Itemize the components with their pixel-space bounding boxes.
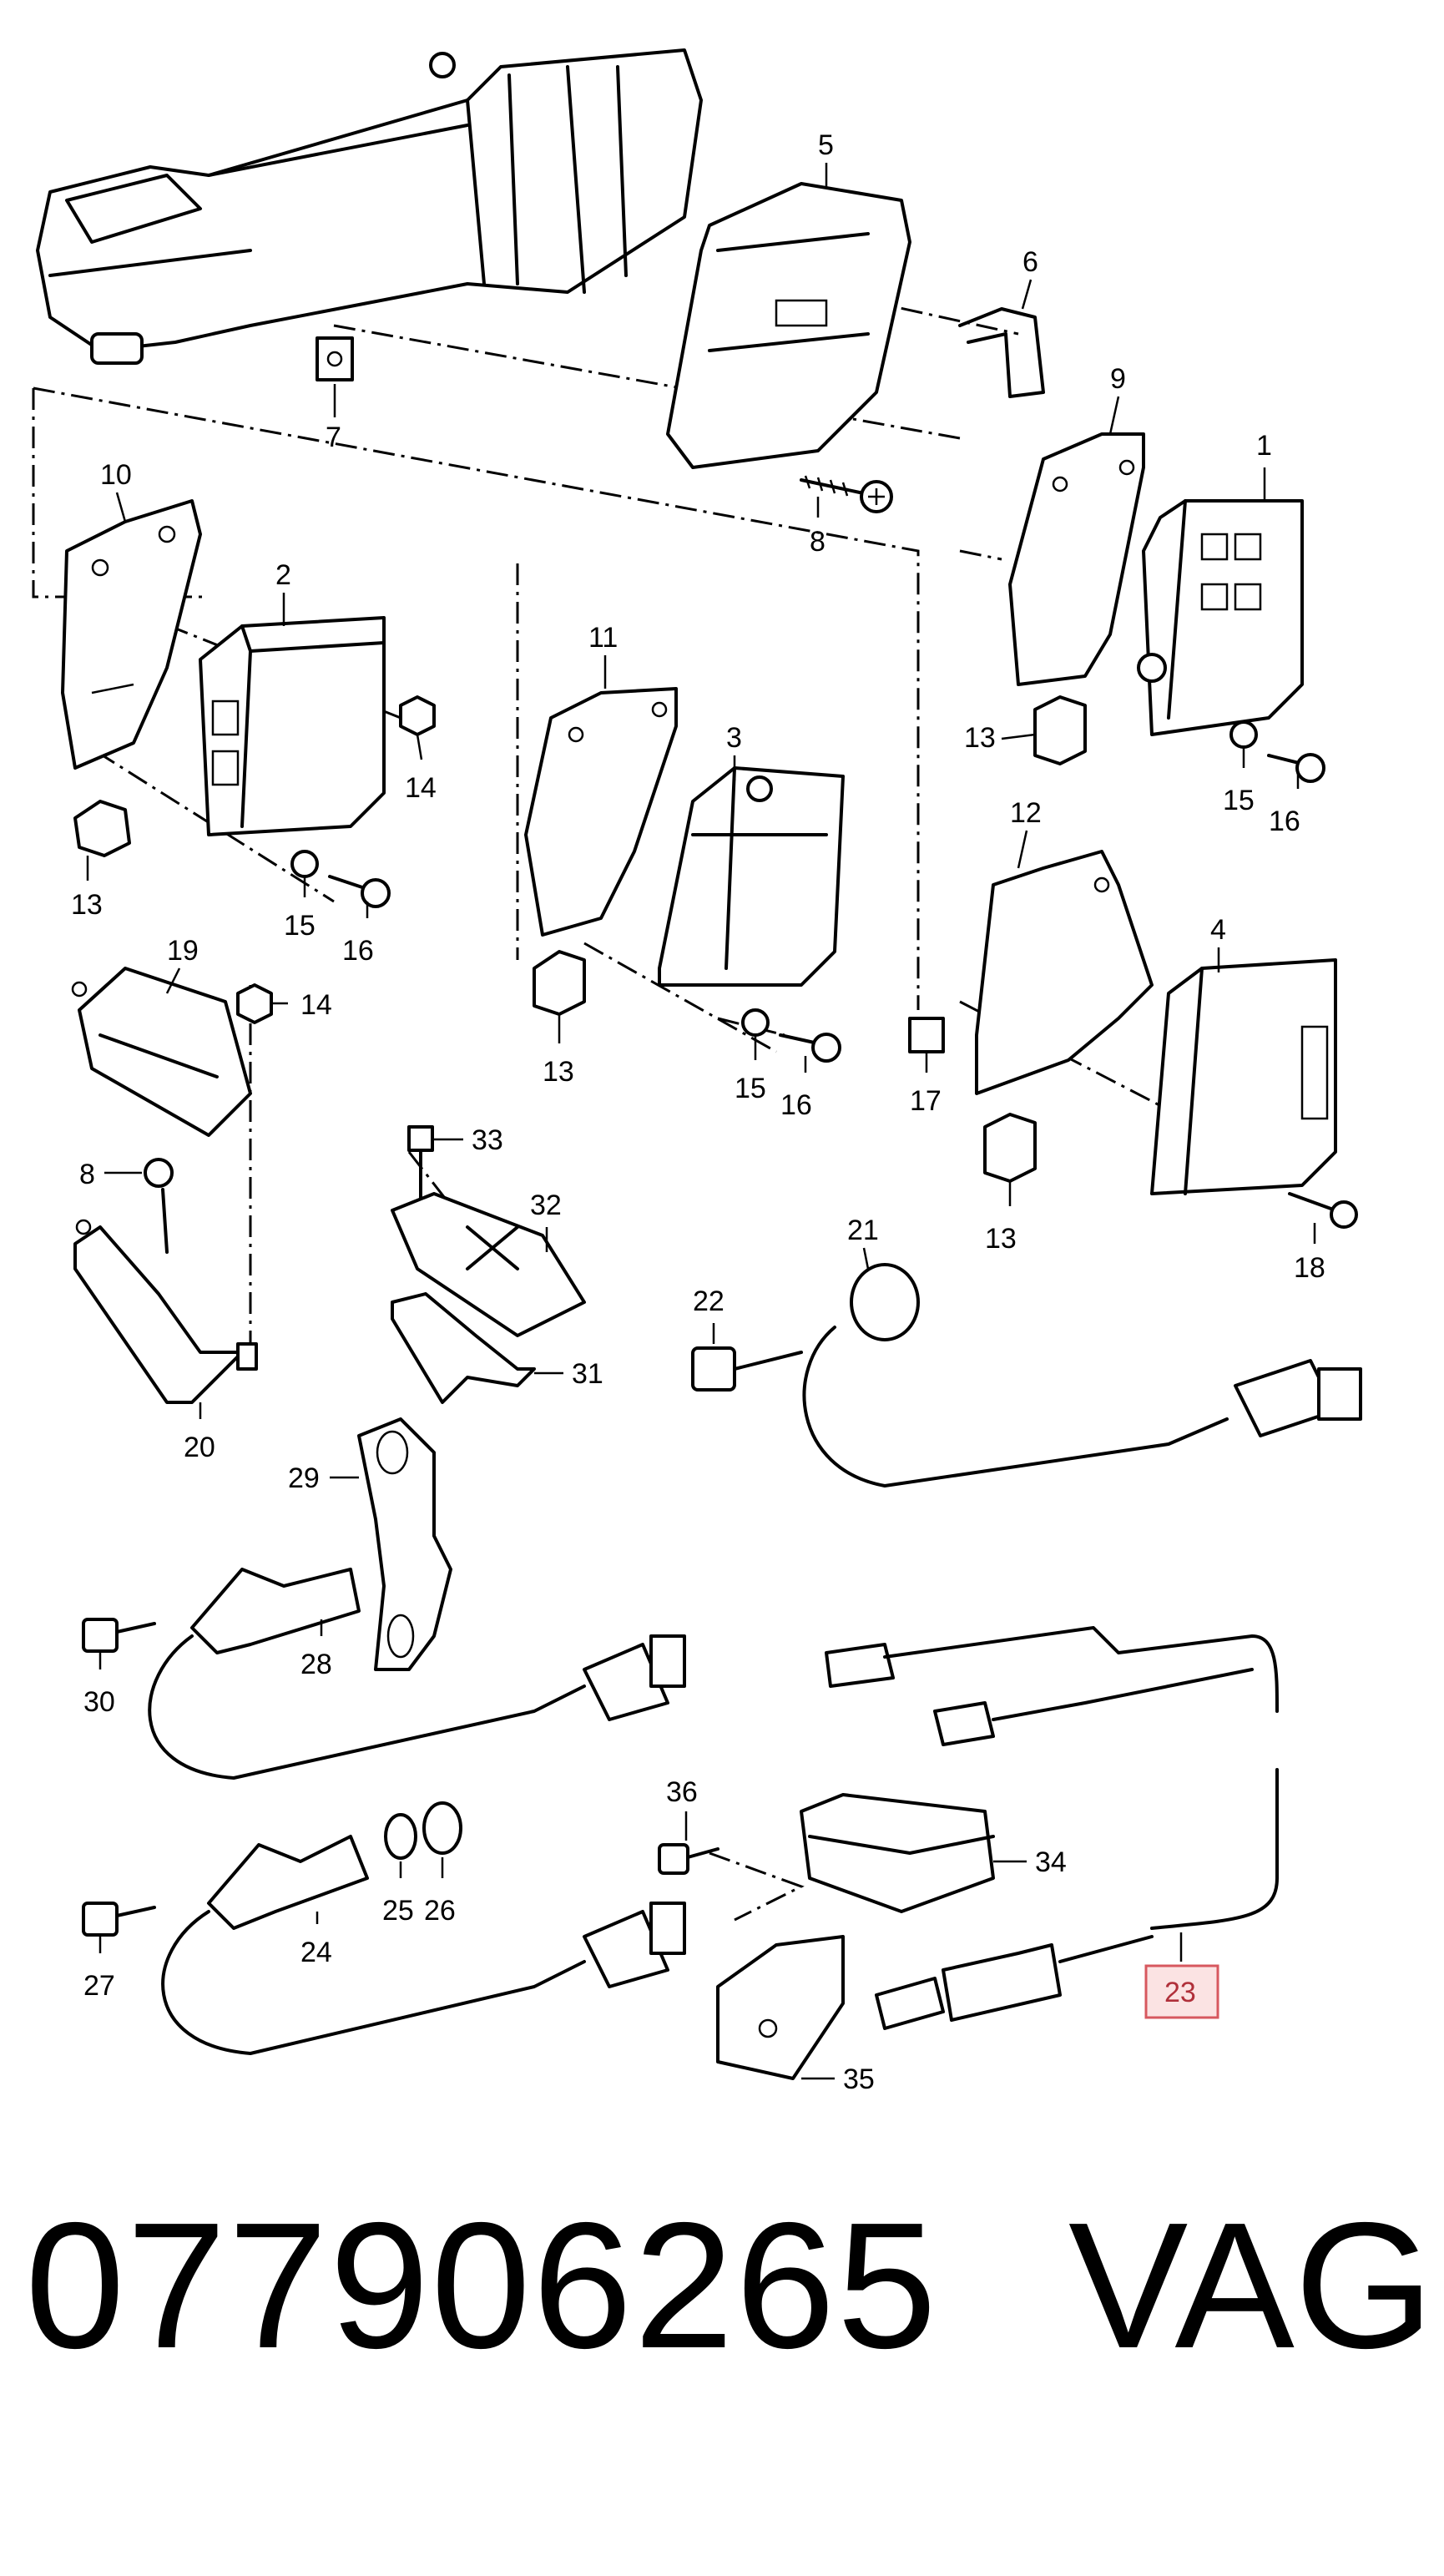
callout-label: 8 <box>810 526 826 558</box>
part-number-text: 077906265 <box>25 2185 939 2386</box>
callout-label: 30 <box>83 1686 115 1718</box>
intake-manifold-drawing <box>36 48 703 365</box>
callout-label: 14 <box>300 989 332 1021</box>
highlighted-callout-label: 23 <box>1164 1977 1196 2008</box>
callout-label: 1 <box>1256 430 1272 462</box>
callout-label: 21 <box>847 1215 879 1246</box>
exploded-parts-diagram: 1 2 3 4 5 6 7 8 8 9 10 11 12 13 13 13 13… <box>32 48 1362 2095</box>
part-3-drawing <box>658 766 845 987</box>
callout-label: 16 <box>1269 806 1300 837</box>
callout-label: 26 <box>424 1895 456 1927</box>
callout-label: 35 <box>843 2063 875 2095</box>
callout-label: 25 <box>382 1895 414 1927</box>
part-17-drawing <box>908 1017 945 1053</box>
callout-label: 12 <box>1010 797 1042 829</box>
callout-label: 19 <box>167 935 199 967</box>
part-29-drawing <box>357 1417 452 1671</box>
part-4-drawing <box>1150 958 1337 1195</box>
part-7-drawing <box>316 336 354 381</box>
callout-label: 13 <box>964 722 996 754</box>
part-12-drawing <box>975 850 1154 1095</box>
callout-label: 15 <box>735 1073 766 1104</box>
part-28-sensor <box>148 1568 686 1780</box>
callout-label: 2 <box>275 559 291 591</box>
highlighted-callout-box <box>1144 1964 1219 2019</box>
callout-label: 16 <box>780 1089 812 1121</box>
callout-labels: 1 2 3 4 5 6 7 8 8 9 10 11 12 13 13 13 13… <box>71 129 1325 2095</box>
part-5-drawing <box>666 182 911 469</box>
part-13-clips <box>73 695 1087 1183</box>
callout-label: 29 <box>288 1462 320 1494</box>
callout-label: 13 <box>543 1056 574 1088</box>
part-8-screw-top <box>800 475 893 513</box>
part-36-bolt <box>658 1843 719 1875</box>
part-20-drawing <box>73 1219 258 1404</box>
callout-label: 9 <box>1110 363 1126 395</box>
part-27-bolt <box>82 1902 156 1937</box>
footer: 077906265 VAG <box>0 2195 1444 2546</box>
part-11-drawing <box>524 687 678 937</box>
part-8-screw-left <box>144 1158 174 1254</box>
callout-label: 34 <box>1035 1846 1067 1878</box>
callout-label: 33 <box>472 1124 503 1156</box>
callout-label: 8 <box>79 1159 95 1190</box>
callout-label: 31 <box>572 1358 603 1390</box>
part-2-drawing <box>199 616 386 836</box>
part-15-16-fasteners <box>290 720 1325 1063</box>
part-21-knock-sensor <box>802 1263 1362 1488</box>
part-34-relay <box>800 1793 995 1913</box>
part-14-nuts <box>236 695 436 1024</box>
part-18-screw <box>1288 1192 1358 1229</box>
part-19-drawing <box>71 967 252 1137</box>
callout-label: 36 <box>666 1776 698 1808</box>
callout-label: 17 <box>910 1085 942 1117</box>
brand-text: VAG <box>1068 2185 1435 2386</box>
callout-label: 20 <box>184 1432 215 1463</box>
part-24-sensor <box>161 1835 686 2055</box>
callout-label: 10 <box>100 459 132 491</box>
callout-label: 22 <box>693 1285 725 1317</box>
part-23-oxygen-sensor <box>825 1626 1279 2030</box>
callout-label: 6 <box>1022 246 1038 278</box>
callout-label: 24 <box>300 1937 332 1968</box>
part-10-drawing <box>61 499 202 770</box>
callout-label: 15 <box>1223 785 1255 816</box>
callout-label: 28 <box>300 1649 332 1680</box>
part-1-drawing <box>1137 499 1304 736</box>
part-35-bracket <box>716 1935 845 2080</box>
callout-label: 4 <box>1210 914 1226 946</box>
callout-label: 32 <box>530 1190 562 1221</box>
part-22-bolt <box>691 1346 803 1392</box>
callout-label: 27 <box>83 1970 115 2002</box>
part-31-32-33-drawing <box>391 1125 586 1404</box>
callout-label: 16 <box>342 935 374 967</box>
part-25-26-washers <box>384 1801 462 1860</box>
part-6-drawing <box>958 307 1045 398</box>
part-30-bolt <box>82 1618 156 1653</box>
callout-label: 18 <box>1294 1252 1325 1284</box>
callout-label: 11 <box>588 622 618 654</box>
callout-label: 3 <box>726 722 742 754</box>
part-9-drawing <box>1008 432 1145 686</box>
callout-label: 13 <box>985 1223 1017 1255</box>
callout-label: 13 <box>71 889 103 921</box>
callout-label: 14 <box>405 772 437 804</box>
callout-label: 15 <box>284 910 316 942</box>
callout-label: 7 <box>326 422 341 453</box>
callout-label: 5 <box>818 129 834 161</box>
